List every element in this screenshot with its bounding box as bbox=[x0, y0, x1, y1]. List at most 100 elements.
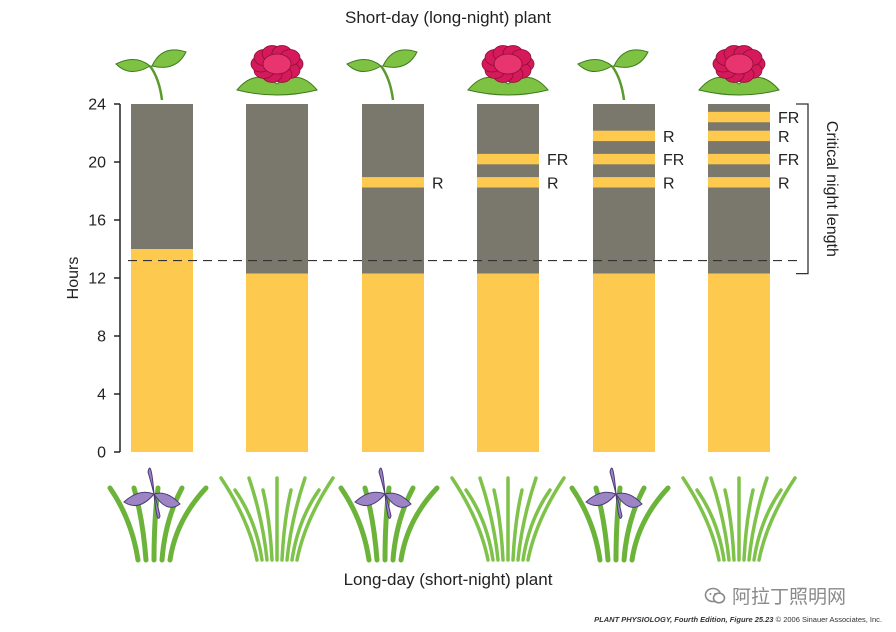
day-bar bbox=[593, 273, 655, 452]
night-bar bbox=[477, 104, 539, 274]
y-tick-label: 24 bbox=[88, 97, 106, 114]
light-flash-band bbox=[477, 153, 539, 165]
iris-petal bbox=[354, 491, 386, 507]
grass-blade bbox=[280, 488, 293, 562]
leaf-blade bbox=[569, 485, 603, 563]
long-day-plant-title: Long-day (short-night) plant bbox=[343, 570, 553, 589]
flash-label: FR bbox=[778, 110, 799, 127]
iris-petal bbox=[123, 491, 155, 507]
night-bar bbox=[708, 104, 770, 274]
y-tick-label: 4 bbox=[97, 387, 106, 404]
flash-label: R bbox=[432, 175, 444, 192]
light-flash-band bbox=[708, 177, 770, 188]
short-day-plant-vegetative bbox=[346, 49, 418, 101]
short-day-plant-vegetative bbox=[577, 49, 649, 101]
grass-blade bbox=[511, 488, 524, 562]
night-bar bbox=[362, 104, 424, 274]
leaf-blade bbox=[390, 485, 416, 563]
stem bbox=[379, 65, 395, 101]
flash-label: FR bbox=[663, 152, 684, 169]
grass-blade bbox=[261, 488, 274, 562]
watermark-text: 阿拉丁照明网 bbox=[732, 586, 847, 608]
chat-bubble-icon bbox=[704, 587, 726, 604]
leaf-blade bbox=[159, 485, 185, 563]
credit-book: PLANT PHYSIOLOGY, Fourth Edition, Figure… bbox=[594, 615, 774, 624]
flash-label: R bbox=[663, 175, 675, 192]
light-flash-band bbox=[362, 177, 424, 188]
watermark: 阿拉丁照明网 bbox=[704, 582, 846, 609]
short-day-plant-title: Short-day (long-night) plant bbox=[344, 8, 551, 27]
flash-label: R bbox=[778, 175, 790, 192]
day-bar bbox=[362, 273, 424, 452]
leaf bbox=[698, 76, 780, 96]
day-bar bbox=[246, 273, 308, 452]
leaf bbox=[151, 49, 187, 68]
leaf-blade bbox=[398, 485, 440, 563]
iris-petal bbox=[615, 493, 623, 519]
y-tick-label: 20 bbox=[88, 155, 106, 172]
grass-blade bbox=[723, 488, 736, 562]
leaf-blade bbox=[338, 485, 372, 563]
night-bar bbox=[246, 104, 308, 274]
iris-petal bbox=[615, 492, 643, 508]
long-day-plant-flowering bbox=[569, 467, 671, 563]
short-day-plant-flowering bbox=[467, 45, 549, 96]
leaf bbox=[467, 76, 549, 96]
light-flash-band bbox=[593, 153, 655, 165]
leaf bbox=[577, 59, 613, 72]
critical-night-label: Critical night length bbox=[823, 121, 840, 257]
flash-label: FR bbox=[547, 152, 568, 169]
flash-label: FR bbox=[778, 152, 799, 169]
leaf-blade bbox=[107, 485, 141, 563]
critical-night-bracket bbox=[796, 103, 809, 275]
light-flash-band bbox=[593, 130, 655, 142]
iris-petal bbox=[147, 467, 155, 495]
iris-petal bbox=[384, 492, 412, 508]
grass-blade bbox=[752, 488, 783, 562]
y-axis-label: Hours bbox=[65, 257, 82, 300]
y-tick-label: 8 bbox=[97, 329, 106, 346]
day-bar bbox=[131, 249, 193, 452]
grass-blade bbox=[233, 488, 264, 562]
iris-petal bbox=[585, 491, 617, 507]
grass-blade bbox=[247, 476, 269, 562]
day-bar bbox=[708, 273, 770, 452]
grass-blade bbox=[492, 488, 505, 562]
flower-center bbox=[262, 53, 292, 75]
grass-blade bbox=[526, 476, 566, 562]
grass-blade bbox=[295, 476, 335, 562]
grass-blade bbox=[478, 476, 500, 562]
grass-blade bbox=[285, 476, 307, 562]
figure-credit: PLANT PHYSIOLOGY, Fourth Edition, Figure… bbox=[594, 615, 882, 624]
flower-center bbox=[724, 53, 754, 75]
iris-petal bbox=[153, 492, 181, 508]
short-day-plant-flowering bbox=[698, 45, 780, 96]
leaf bbox=[346, 59, 382, 72]
light-flash-band bbox=[708, 130, 770, 142]
night-bar bbox=[593, 104, 655, 274]
stem bbox=[148, 65, 164, 101]
short-day-plant-vegetative bbox=[115, 49, 187, 101]
long-day-plant-vegetative bbox=[681, 476, 797, 562]
light-flash-band bbox=[708, 153, 770, 165]
leaf bbox=[236, 76, 318, 96]
grass-blade bbox=[521, 488, 552, 562]
grass-blade bbox=[464, 488, 495, 562]
credit-copyright: © 2006 Sinauer Associates, Inc. bbox=[775, 615, 882, 624]
flash-label: R bbox=[778, 129, 790, 146]
day-bar bbox=[477, 273, 539, 452]
leaf bbox=[613, 49, 649, 68]
iris-petal bbox=[378, 467, 386, 495]
light-flash-band bbox=[708, 111, 770, 123]
iris-petal bbox=[153, 493, 161, 519]
leaf-blade bbox=[621, 485, 647, 563]
iris-petal bbox=[609, 467, 617, 495]
long-day-plant-flowering bbox=[338, 467, 440, 563]
night-bar bbox=[131, 104, 193, 249]
light-flash-band bbox=[593, 177, 655, 188]
grass-blade bbox=[516, 476, 538, 562]
flower-center bbox=[493, 53, 523, 75]
light-flash-band bbox=[477, 177, 539, 188]
